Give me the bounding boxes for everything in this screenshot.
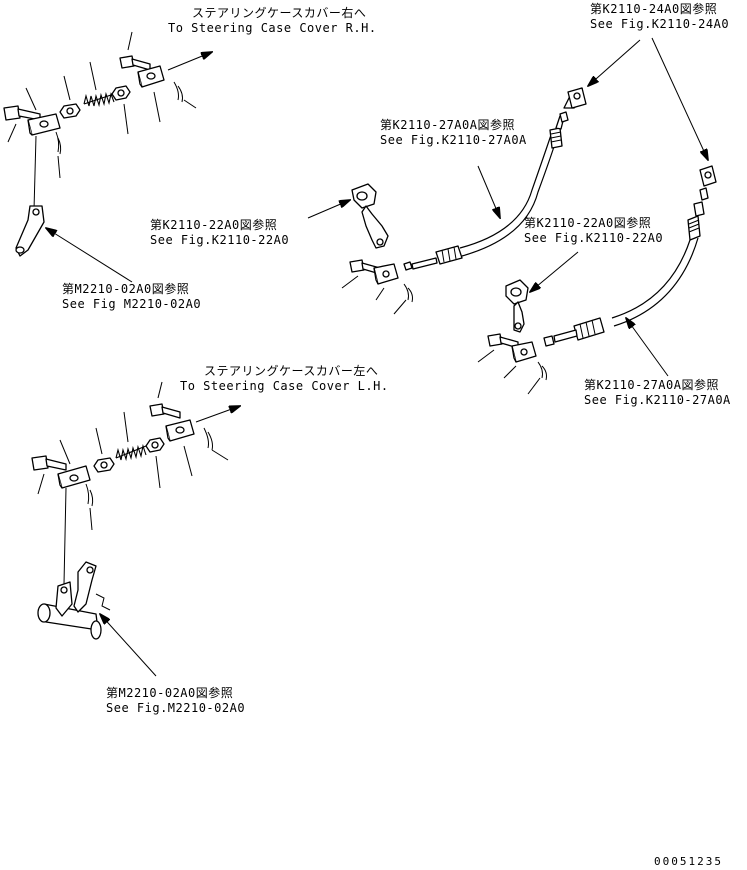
label-k2110-22a0-right-jp: 第K2110-22A0図参照	[524, 216, 652, 230]
right-cable-assembly	[477, 37, 717, 395]
lh-linkage-assembly	[31, 381, 240, 677]
label-k2110-22a0-left: 第K2110-22A0図参照 See Fig.K2110-22A0	[150, 218, 289, 248]
clevis-right-top	[567, 87, 587, 109]
bolt-lh-left	[31, 455, 67, 471]
spring-rh	[83, 91, 115, 108]
bellcrank-mid	[351, 183, 389, 249]
label-k2110-27a0a-top: 第K2110-27A0A図参照 See Fig.K2110-27A0A	[380, 118, 527, 148]
label-k2110-22a0-left-en: See Fig.K2110-22A0	[150, 233, 290, 247]
spring-lh	[115, 443, 147, 462]
label-k2110-27a0a-top-en: See Fig.K2110-27A0A	[380, 133, 527, 147]
cable-top-end-right	[687, 187, 709, 241]
label-m2210-02a0-bottom-jp: 第M2210-02A0図参照	[106, 686, 234, 700]
label-k2110-22a0-right-en: See Fig.K2110-22A0	[524, 231, 664, 245]
lever-rh	[15, 205, 45, 257]
cable-end-right	[543, 317, 605, 347]
label-m2210-02a0-top-jp: 第M2210-02A0図参照	[62, 282, 190, 296]
label-k2110-24a0-jp: 第K2110-24A0図参照	[590, 2, 718, 16]
label-k2110-22a0-right: 第K2110-22A0図参照 See Fig.K2110-22A0	[524, 216, 663, 246]
label-steering-lh-en: To Steering Case Cover L.H.	[180, 379, 389, 393]
clevis-right-bottom	[511, 341, 537, 363]
label-steering-lh: ステアリングケースカバー左へ To Steering Case Cover L.…	[180, 364, 389, 394]
label-k2110-22a0-left-jp: 第K2110-22A0図参照	[150, 218, 278, 232]
pedal-shaft-lh	[37, 561, 111, 640]
nut-lh	[93, 457, 115, 473]
clevis-right-side	[699, 165, 717, 187]
label-k2110-27a0a-bottom: 第K2110-27A0A図参照 See Fig.K2110-27A0A	[584, 378, 731, 408]
clevis-rh-right	[137, 65, 165, 88]
label-steering-lh-jp: ステアリングケースカバー左へ	[204, 364, 379, 378]
rh-linkage-assembly	[3, 31, 212, 283]
label-k2110-27a0a-top-jp: 第K2110-27A0A図参照	[380, 118, 515, 132]
label-m2210-02a0-top-en: See Fig M2210-02A0	[62, 297, 202, 311]
bellcrank-right	[505, 279, 529, 333]
label-steering-rh-jp: ステアリングケースカバー右へ	[192, 6, 367, 20]
nut-lh-2	[145, 437, 165, 453]
label-steering-rh-en: To Steering Case Cover R.H.	[168, 21, 377, 35]
label-m2210-02a0-top: 第M2210-02A0図参照 See Fig M2210-02A0	[62, 282, 201, 312]
clevis-lh-right	[165, 419, 195, 442]
nut-rh-2	[111, 85, 131, 101]
cable-end-mid	[403, 245, 463, 271]
label-m2210-02a0-bottom-en: See Fig.M2210-02A0	[106, 701, 246, 715]
label-steering-rh: ステアリングケースカバー右へ To Steering Case Cover R.…	[168, 6, 377, 36]
label-m2210-02a0-bottom: 第M2210-02A0図参照 See Fig.M2210-02A0	[106, 686, 245, 716]
middle-cable-assembly	[307, 87, 585, 315]
label-k2110-27a0a-bottom-en: See Fig.K2110-27A0A	[584, 393, 731, 407]
clevis-lh-left	[57, 465, 91, 489]
label-k2110-24a0: 第K2110-24A0図参照 See Fig.K2110-24A0	[590, 2, 729, 32]
clevis-rh-left	[27, 113, 61, 136]
clevis-mid	[373, 263, 399, 285]
bolt-lh-upper	[149, 403, 181, 419]
label-k2110-27a0a-bottom-jp: 第K2110-27A0A図参照	[584, 378, 719, 392]
label-k2110-24a0-en: See Fig.K2110-24A0	[590, 17, 730, 31]
nut-rh	[59, 103, 81, 119]
bolt-rh-upper	[119, 55, 151, 71]
drawing-number: 00051235	[654, 855, 723, 868]
